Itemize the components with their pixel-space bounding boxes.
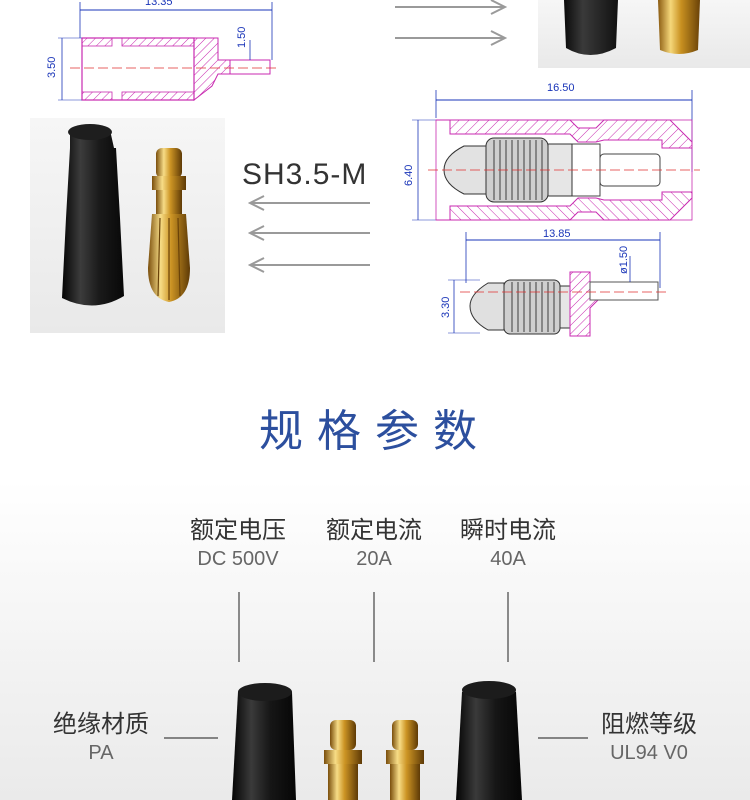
drawing-main-section [412,90,700,221]
drawing-top-left [58,2,280,102]
spec-rated-current-label: 额定电流 [326,516,422,544]
dim-top-length: 13.35 [145,0,173,8]
photo-top-right [538,0,750,68]
spec-rated-current-value: 20A [356,548,392,570]
spec-insulation-value: PA [88,742,114,764]
spec-instant-current-value: 40A [490,548,526,570]
specs-background [0,480,750,800]
dim-main-height: 6.40 [403,164,415,186]
dim-pin-height: 3.30 [440,296,452,318]
model-label: SH3.5-M [242,158,368,191]
arrows-left [248,195,370,273]
dim-top-pin: 1.50 [236,26,248,48]
spec-flame-rating-label: 阻燃等级 [601,710,697,738]
dim-main-length: 16.50 [547,82,575,94]
spec-flame-rating-value: UL94 V0 [610,742,688,764]
section-title: 规格参数 [259,406,491,457]
dim-top-height: 3.50 [46,56,58,78]
spec-rated-voltage-value: DC 500V [197,548,279,570]
drawing-pin [448,232,670,337]
dim-pin-length: 13.85 [543,228,571,240]
spec-rated-voltage-label: 额定电压 [190,516,286,544]
arrows-top [395,0,508,46]
dim-pin-diameter: ø1.50 [618,245,630,274]
specs-leaders-and-product [164,592,588,800]
spec-insulation-label: 绝缘材质 [53,710,149,738]
photo-connector-pair [30,118,225,333]
spec-instant-current-label: 瞬时电流 [460,516,556,544]
